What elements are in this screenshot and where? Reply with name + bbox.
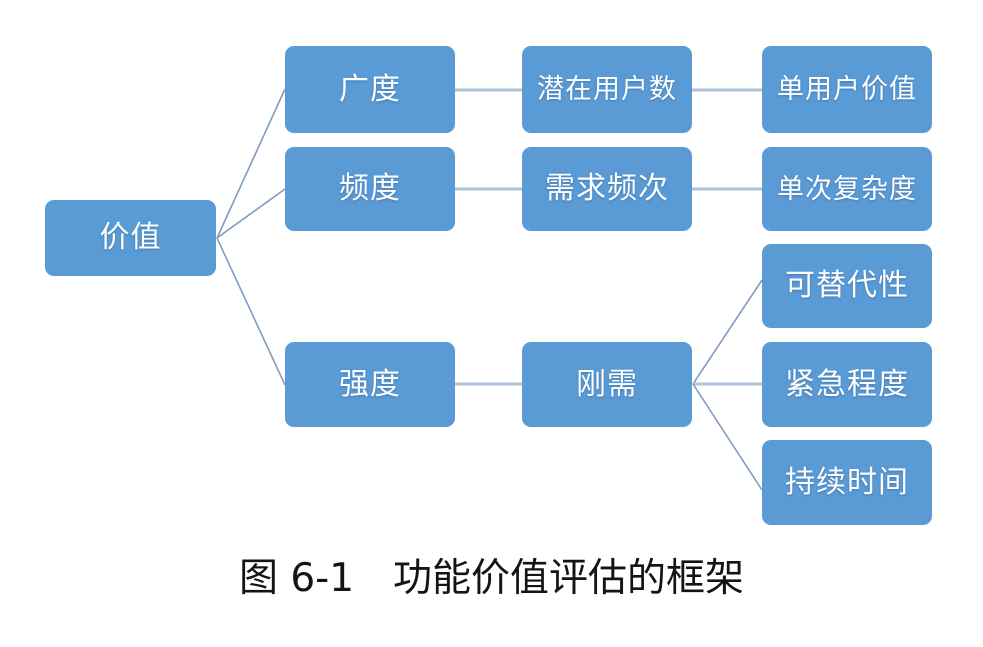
node-value[interactable]: 价值 <box>45 200 216 276</box>
node-label: 需求频次 <box>545 172 669 205</box>
node-label: 持续时间 <box>785 465 909 499</box>
node-urgency[interactable]: 紧急程度 <box>762 342 932 427</box>
connector-rigid-demand-to-duration <box>692 383 763 491</box>
connector-value-to-breadth <box>216 88 286 239</box>
node-label: 刚需 <box>576 367 638 401</box>
node-label: 广度 <box>339 72 401 106</box>
node-intensity[interactable]: 强度 <box>285 342 455 427</box>
connector-value-to-frequency <box>216 188 286 239</box>
node-duration[interactable]: 持续时间 <box>762 440 932 525</box>
node-label: 单用户价值 <box>777 74 917 104</box>
node-label: 可替代性 <box>785 269 909 302</box>
node-label: 紧急程度 <box>785 367 909 401</box>
node-rigid-demand[interactable]: 刚需 <box>522 342 692 427</box>
node-substitutability[interactable]: 可替代性 <box>762 244 932 328</box>
node-complexity[interactable]: 单次复杂度 <box>762 147 932 231</box>
connector-rigid-demand-to-substitutability <box>692 279 763 385</box>
node-label: 强度 <box>339 367 401 401</box>
node-potential-users[interactable]: 潜在用户数 <box>522 46 692 133</box>
connector-value-to-intensity <box>216 237 286 386</box>
node-label: 潜在用户数 <box>537 74 677 104</box>
node-demand-frequency[interactable]: 需求频次 <box>522 147 692 231</box>
node-label: 单次复杂度 <box>777 173 917 204</box>
node-label: 价值 <box>99 221 162 254</box>
node-label: 频度 <box>339 172 401 205</box>
figure-caption: 图 6-1 功能价值评估的框架 <box>238 556 745 601</box>
node-breadth[interactable]: 广度 <box>285 46 455 133</box>
node-value-per-user[interactable]: 单用户价值 <box>762 46 932 133</box>
node-frequency[interactable]: 频度 <box>285 147 455 231</box>
